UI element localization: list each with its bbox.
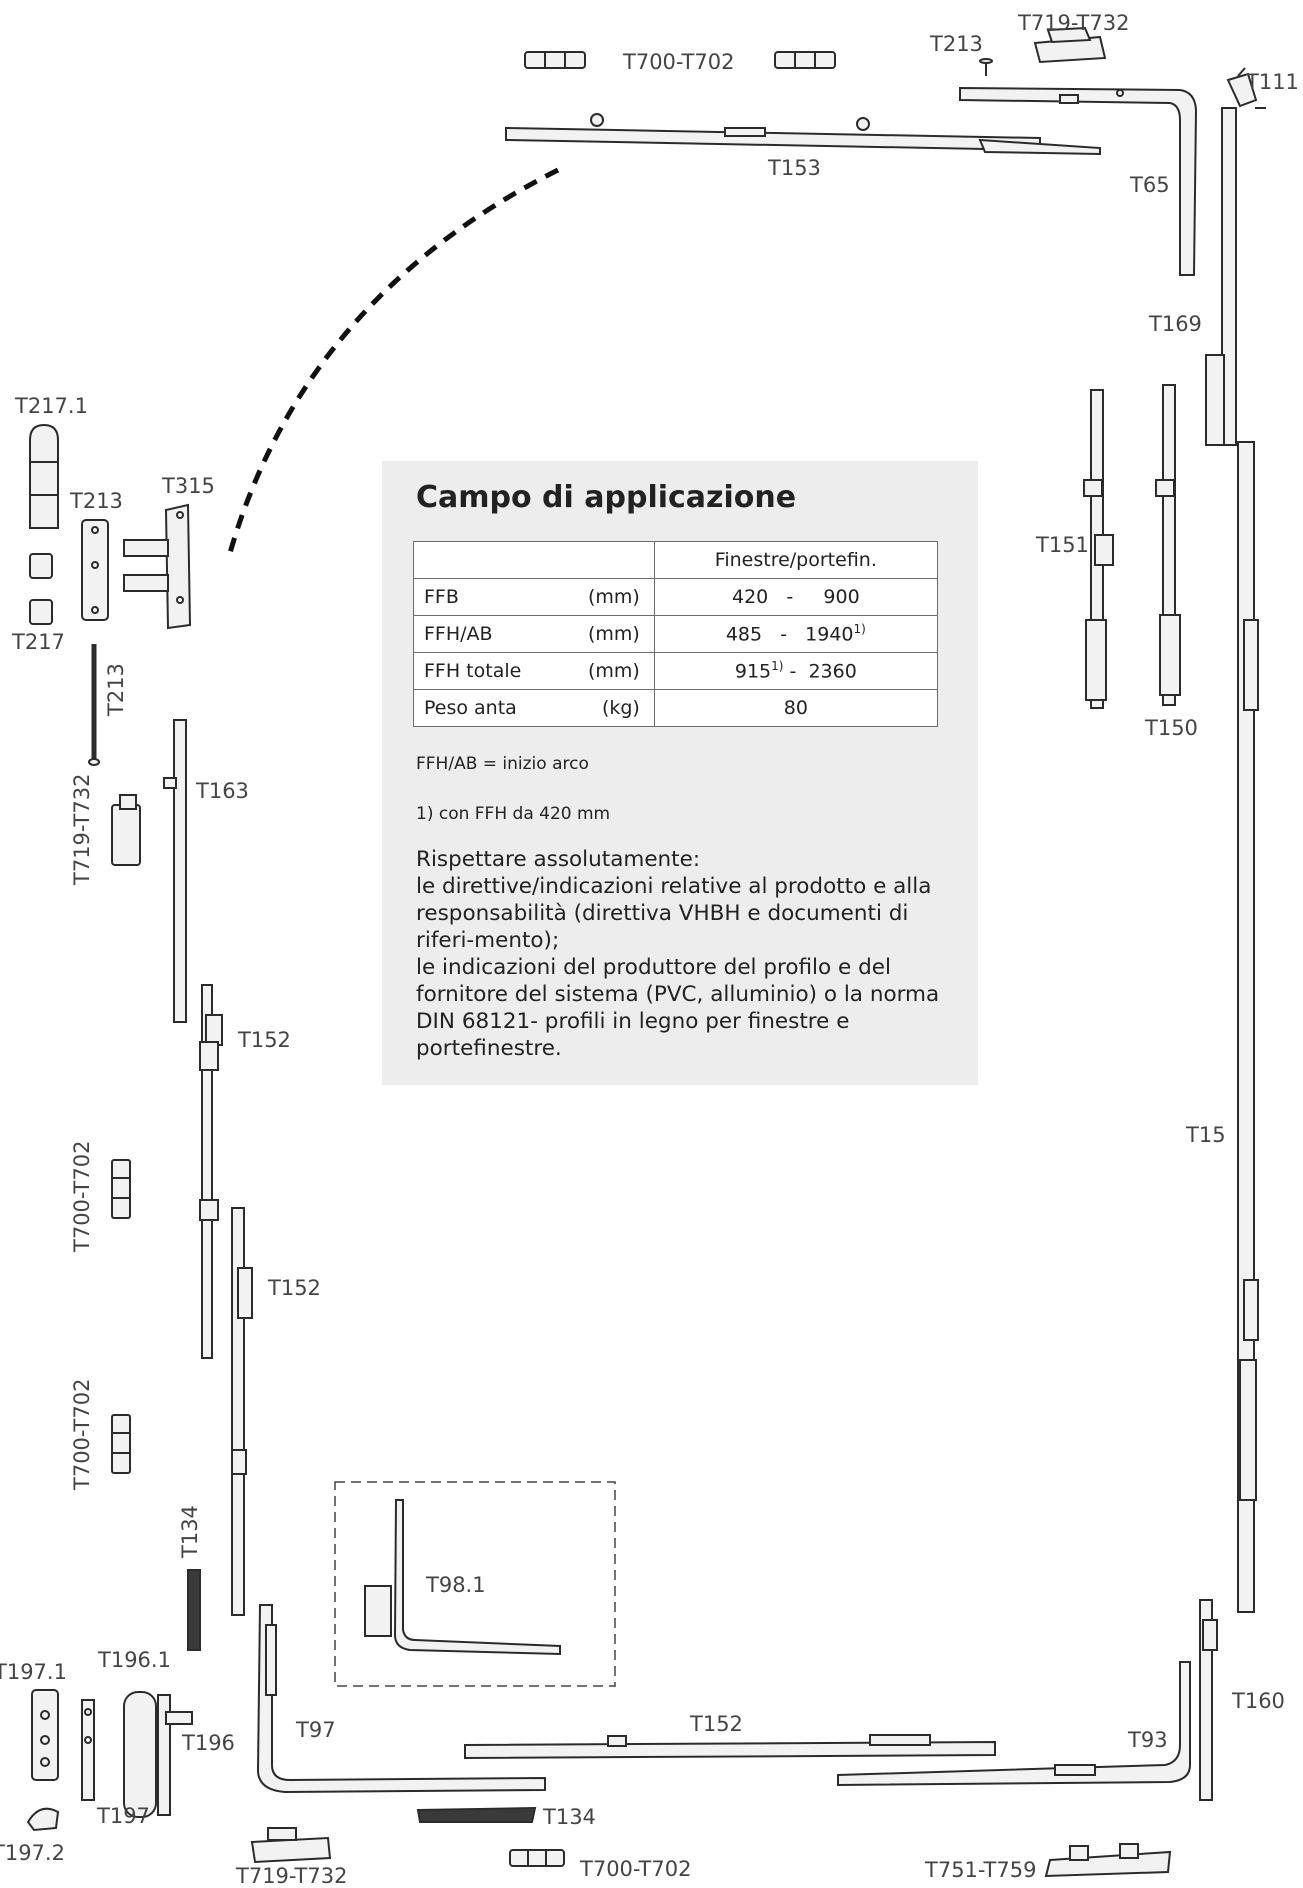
top-rail-T153 xyxy=(505,126,1041,152)
hinge-body xyxy=(81,519,109,621)
label-T719-top: T719-T732 xyxy=(1018,11,1130,35)
label-T213-left: T213 xyxy=(70,489,123,513)
corner-part xyxy=(1226,67,1266,109)
label-T197.1: T197.1 xyxy=(0,1660,67,1684)
cap-left-b xyxy=(111,1414,131,1474)
info-body: Rispettare assolutamente: le direttive/i… xyxy=(416,847,940,1061)
label-T134-bottom: T134 xyxy=(543,1805,596,1829)
label-T751-T759: T751-T759 xyxy=(925,1858,1037,1882)
keeper-left xyxy=(111,794,141,866)
hinge-T315 xyxy=(123,503,192,630)
label-T97: T97 xyxy=(296,1718,336,1742)
table-row: FFB (mm) 420 - 900 xyxy=(413,578,938,616)
label-T217: T217 xyxy=(12,630,65,654)
table-header-row: Finestre/portefin. xyxy=(413,541,938,579)
cap-T197.2 xyxy=(26,1807,60,1832)
hinge-T196.1 xyxy=(123,1691,157,1818)
left-rail-T152-upper xyxy=(201,984,213,1359)
part-T134-vertical xyxy=(187,1569,201,1651)
label-T152-bottom: T152 xyxy=(690,1712,743,1736)
label-T98.1: T98.1 xyxy=(426,1573,486,1597)
label-T700-left-a: T700-T702 xyxy=(70,1140,94,1252)
label-T719-bottom: T719-T732 xyxy=(236,1864,348,1888)
label-T65: T65 xyxy=(1130,173,1170,197)
label-T169: T169 xyxy=(1149,312,1202,336)
corner-drive-rail xyxy=(959,86,1198,276)
label-T700-left-b: T700-T702 xyxy=(70,1378,94,1490)
opening-arc xyxy=(225,167,560,561)
info-panel: Campo di applicazione Finestre/portefin.… xyxy=(382,461,978,1085)
table-row: FFH/AB (mm) 485 - 19401) xyxy=(413,615,938,653)
cap-part xyxy=(774,51,836,69)
label-T197: T197 xyxy=(97,1804,150,1828)
keeper-part xyxy=(1033,26,1107,64)
label-T152-b: T152 xyxy=(268,1276,321,1300)
label-T196: T196 xyxy=(182,1731,235,1755)
note-footnote: 1) con FFH da 420 mm xyxy=(416,804,611,824)
label-T153: T153 xyxy=(768,156,821,180)
keeper-bottom xyxy=(250,1827,332,1864)
label-T93: T93 xyxy=(1128,1728,1168,1752)
label-T196.1: T196.1 xyxy=(98,1648,171,1672)
label-T152-a: T152 xyxy=(238,1028,291,1052)
keeper-T751 xyxy=(1044,1843,1172,1878)
part-T134-bottom xyxy=(416,1806,537,1823)
corner-drive-T97 xyxy=(256,1604,546,1794)
label-T160: T160 xyxy=(1232,1689,1285,1713)
label-T163: T163 xyxy=(196,779,249,803)
table-row: Peso anta (kg) 80 xyxy=(413,689,938,727)
hinge-T197 xyxy=(81,1699,95,1801)
label-T700-top: T700-T702 xyxy=(623,50,735,74)
left-stile-T163 xyxy=(173,719,187,1023)
detail-box xyxy=(334,1481,616,1687)
label-T197.2: T197.2 xyxy=(0,1841,65,1865)
label-T111: T111 xyxy=(1246,70,1299,94)
note-arc: FFH/AB = inizio arco xyxy=(416,754,589,774)
label-T217.1: T217.1 xyxy=(15,394,88,418)
hinge-T196 xyxy=(157,1694,193,1816)
label-T213-top: T213 xyxy=(930,32,983,56)
label-T151: T151 xyxy=(1036,533,1089,557)
table-header: Finestre/portefin. xyxy=(653,541,938,579)
screw-part xyxy=(979,58,993,76)
cap-part xyxy=(524,51,586,69)
bottom-rail-T152 xyxy=(464,1740,996,1760)
table-row: FFH totale (mm) 9151) - 2360 xyxy=(413,652,938,690)
corner-drive-T93 xyxy=(837,1661,1191,1787)
hinge-sleeve xyxy=(29,423,59,529)
label-T213-vertical: T213 xyxy=(104,663,128,716)
hinge-cap xyxy=(29,599,53,625)
label-T315: T315 xyxy=(162,474,215,498)
label-T134-vertical: T134 xyxy=(178,1505,202,1558)
info-title: Campo di applicazione xyxy=(416,480,797,515)
label-T700-bottom: T700-T702 xyxy=(580,1857,692,1881)
spec-table: Finestre/portefin. FFB (mm) 420 - 900 FF… xyxy=(413,541,938,727)
label-T719-left: T719-T732 xyxy=(70,773,94,885)
hinge-T197.1 xyxy=(31,1689,59,1781)
label-T150: T150 xyxy=(1145,716,1198,740)
cap-bottom xyxy=(509,1849,565,1867)
right-stile-T169 xyxy=(1221,107,1237,446)
label-T15: T15 xyxy=(1186,1123,1226,1147)
cap-left-a xyxy=(111,1159,131,1219)
hinge-pin xyxy=(88,644,100,766)
hinge-cap xyxy=(29,553,53,579)
